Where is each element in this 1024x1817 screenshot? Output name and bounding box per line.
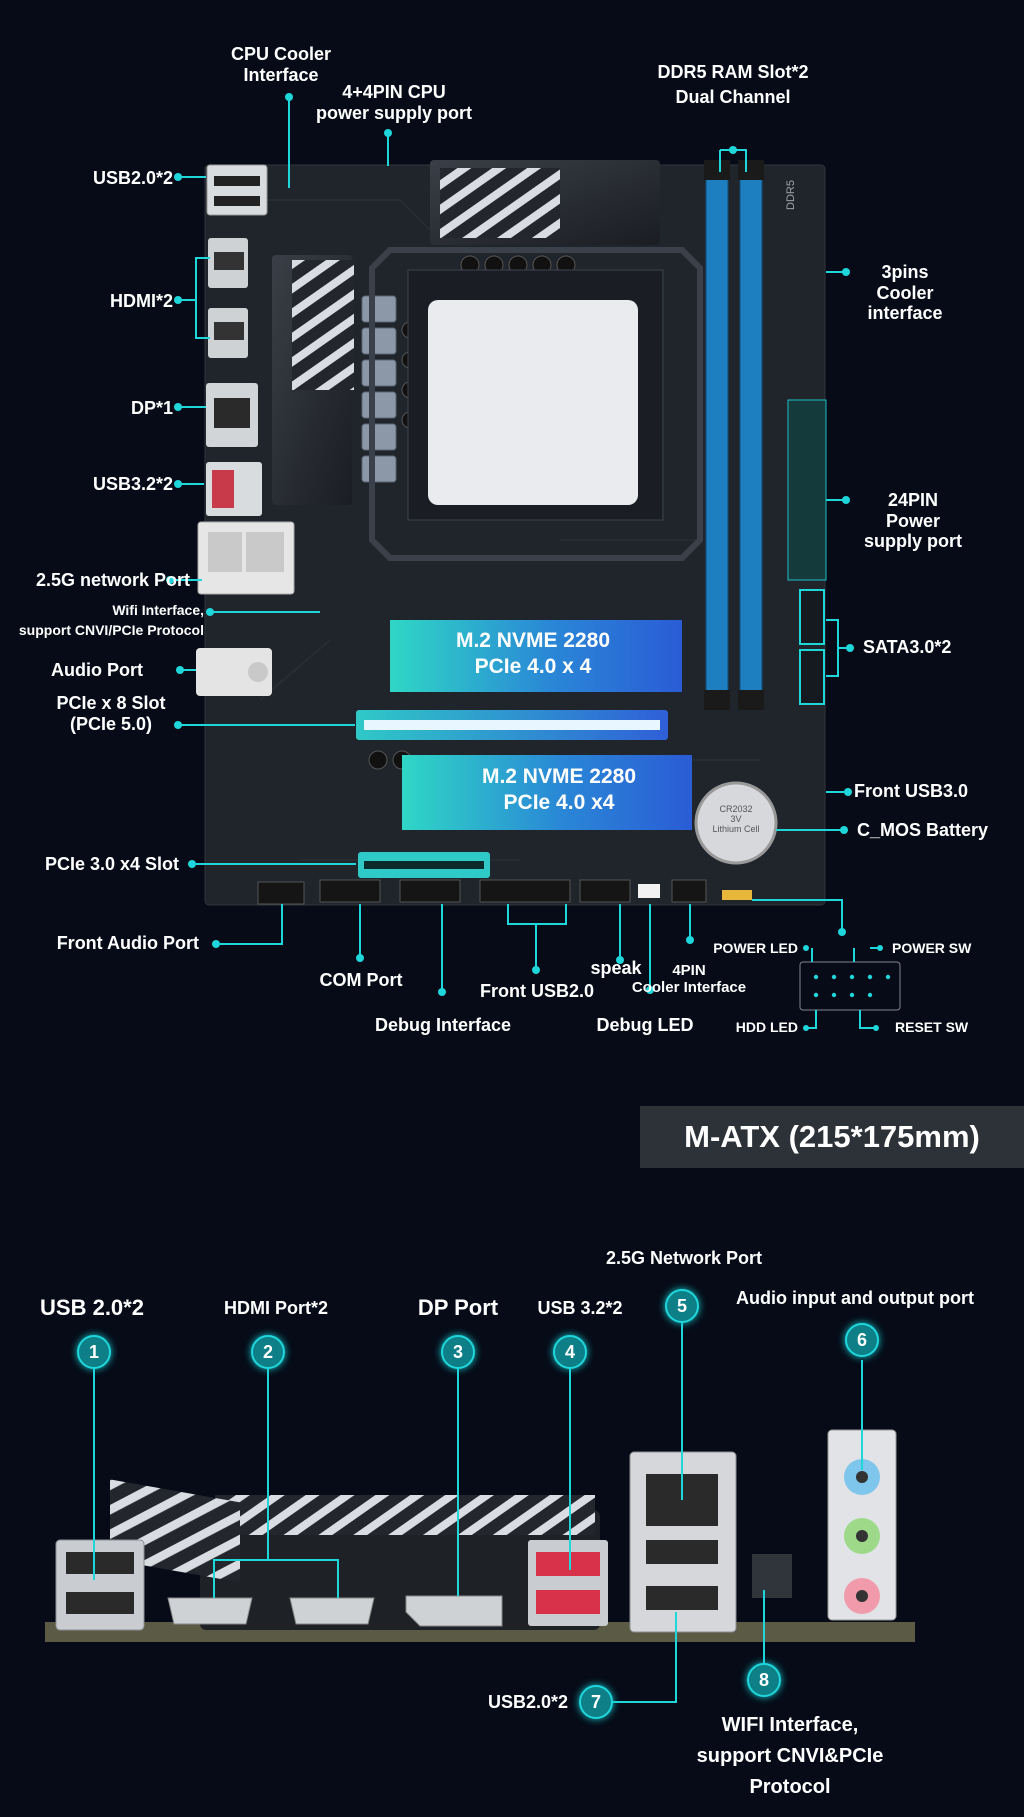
label-com-port: COM Port: [319, 970, 403, 990]
label-front-audio-port: Front Audio Port: [56, 933, 199, 953]
m2-slot-2-label: M.2 NVME 2280 PCIe 4.0 x4: [482, 764, 636, 817]
label-cpu-cooler-interface: CPU Cooler Interface: [230, 44, 332, 85]
vrm-heatsink-top: [430, 160, 660, 245]
label-front-usb20: Front USB2.0: [479, 981, 595, 1001]
m2-slot-1-line1: M.2 NVME 2280: [455, 629, 611, 652]
io-number-7: 7: [579, 1685, 613, 1719]
io-number-4: 4: [553, 1335, 587, 1369]
ddr5-silk: DDR5: [785, 180, 797, 210]
io-label-6: Audio input and output port: [736, 1288, 974, 1308]
io-number-2: 2: [251, 1335, 285, 1369]
debug-led: [638, 884, 660, 898]
m2-slot-1-line2: PCIe 4.0 x 4: [474, 655, 592, 679]
io-label-1: USB 2.0*2: [40, 1295, 144, 1320]
io-panel-illustration: [45, 1429, 915, 1642]
cmos-battery: [694, 781, 778, 865]
io-label-7: USB2.0*2: [487, 1692, 568, 1712]
label-usb20-rear: USB2.0*2: [92, 168, 173, 188]
io-number-1: 1: [77, 1335, 111, 1369]
label-power-led: POWER LED: [713, 940, 798, 956]
io-label-8: WIFI Interface, support CNVI&PCIe Protoc…: [696, 1714, 884, 1798]
label-debug-interface: Debug Interface: [374, 1015, 512, 1035]
label-front-usb30: Front USB3.0: [854, 781, 969, 801]
atx-24pin-connector: [787, 399, 827, 581]
io-label-2: HDMI Port*2: [223, 1298, 329, 1318]
label-ddr5-slots: DDR5 RAM Slot*2 Dual Channel: [657, 62, 809, 108]
label-hdmi: HDMI*2: [109, 291, 173, 311]
label-cpu-power-port: 4+4PIN CPU power supply port: [315, 82, 473, 123]
label-power-sw: POWER SW: [892, 940, 972, 956]
m2-slot-1: [390, 620, 682, 692]
io-number-8: 8: [747, 1663, 781, 1697]
label-cmos-battery: C_MOS Battery: [857, 820, 989, 840]
label-2-5g-network: 2.5G network Port: [35, 570, 190, 590]
label-3pin-cooler: 3pins Cooler interface: [867, 262, 943, 324]
label-pcie-30-x4-slot: PCIe 3.0 x4 Slot: [44, 854, 179, 874]
io-number-3: 3: [441, 1335, 475, 1369]
label-dp: DP*1: [130, 398, 173, 418]
io-label-4: USB 3.2*2: [537, 1298, 623, 1318]
label-sata: SATA3.0*2: [863, 637, 952, 657]
sata-connector-1: [799, 589, 825, 645]
m2-slot-2-line2: PCIe 4.0 x4: [503, 791, 615, 815]
label-wifi-interface: Wifi Interface, support CNVI/PCIe Protoc…: [18, 602, 204, 639]
sata-connector-2: [799, 649, 825, 705]
ddr5-slots: [704, 160, 764, 710]
front-panel-pinout: [799, 961, 901, 1011]
label-reset-sw: RESET SW: [895, 1019, 969, 1035]
label-24pin-power: 24PIN Power supply port: [864, 490, 962, 552]
label-4pin-cooler: 4PIN Cooler Interface: [631, 962, 747, 997]
label-hdd-led: HDD LED: [735, 1019, 798, 1035]
rear-io-connectors: [196, 164, 295, 696]
label-pcie-x8-slot: PCIe x 8 Slot (PCIe 5.0): [56, 693, 166, 734]
m2-slot-2: [402, 755, 692, 830]
io-label-3: DP Port: [417, 1295, 499, 1320]
label-audio-port: Audio Port: [51, 660, 143, 680]
form-factor-badge: M-ATX (215*175mm): [640, 1106, 1024, 1168]
vrm-heatsink-left: [272, 255, 354, 505]
label-speak: speak: [590, 958, 642, 978]
label-usb32: USB3.2*2: [92, 474, 173, 494]
cpu-socket: [369, 247, 703, 561]
io-number-6: 6: [845, 1323, 879, 1357]
m2-slot-1-label: M.2 NVME 2280 PCIe 4.0 x 4: [456, 628, 610, 681]
label-debug-led: Debug LED: [596, 1015, 694, 1035]
io-number-5: 5: [665, 1289, 699, 1323]
io-label-5: 2.5G Network Port: [605, 1248, 763, 1268]
m2-slot-2-line1: M.2 NVME 2280: [481, 765, 637, 788]
